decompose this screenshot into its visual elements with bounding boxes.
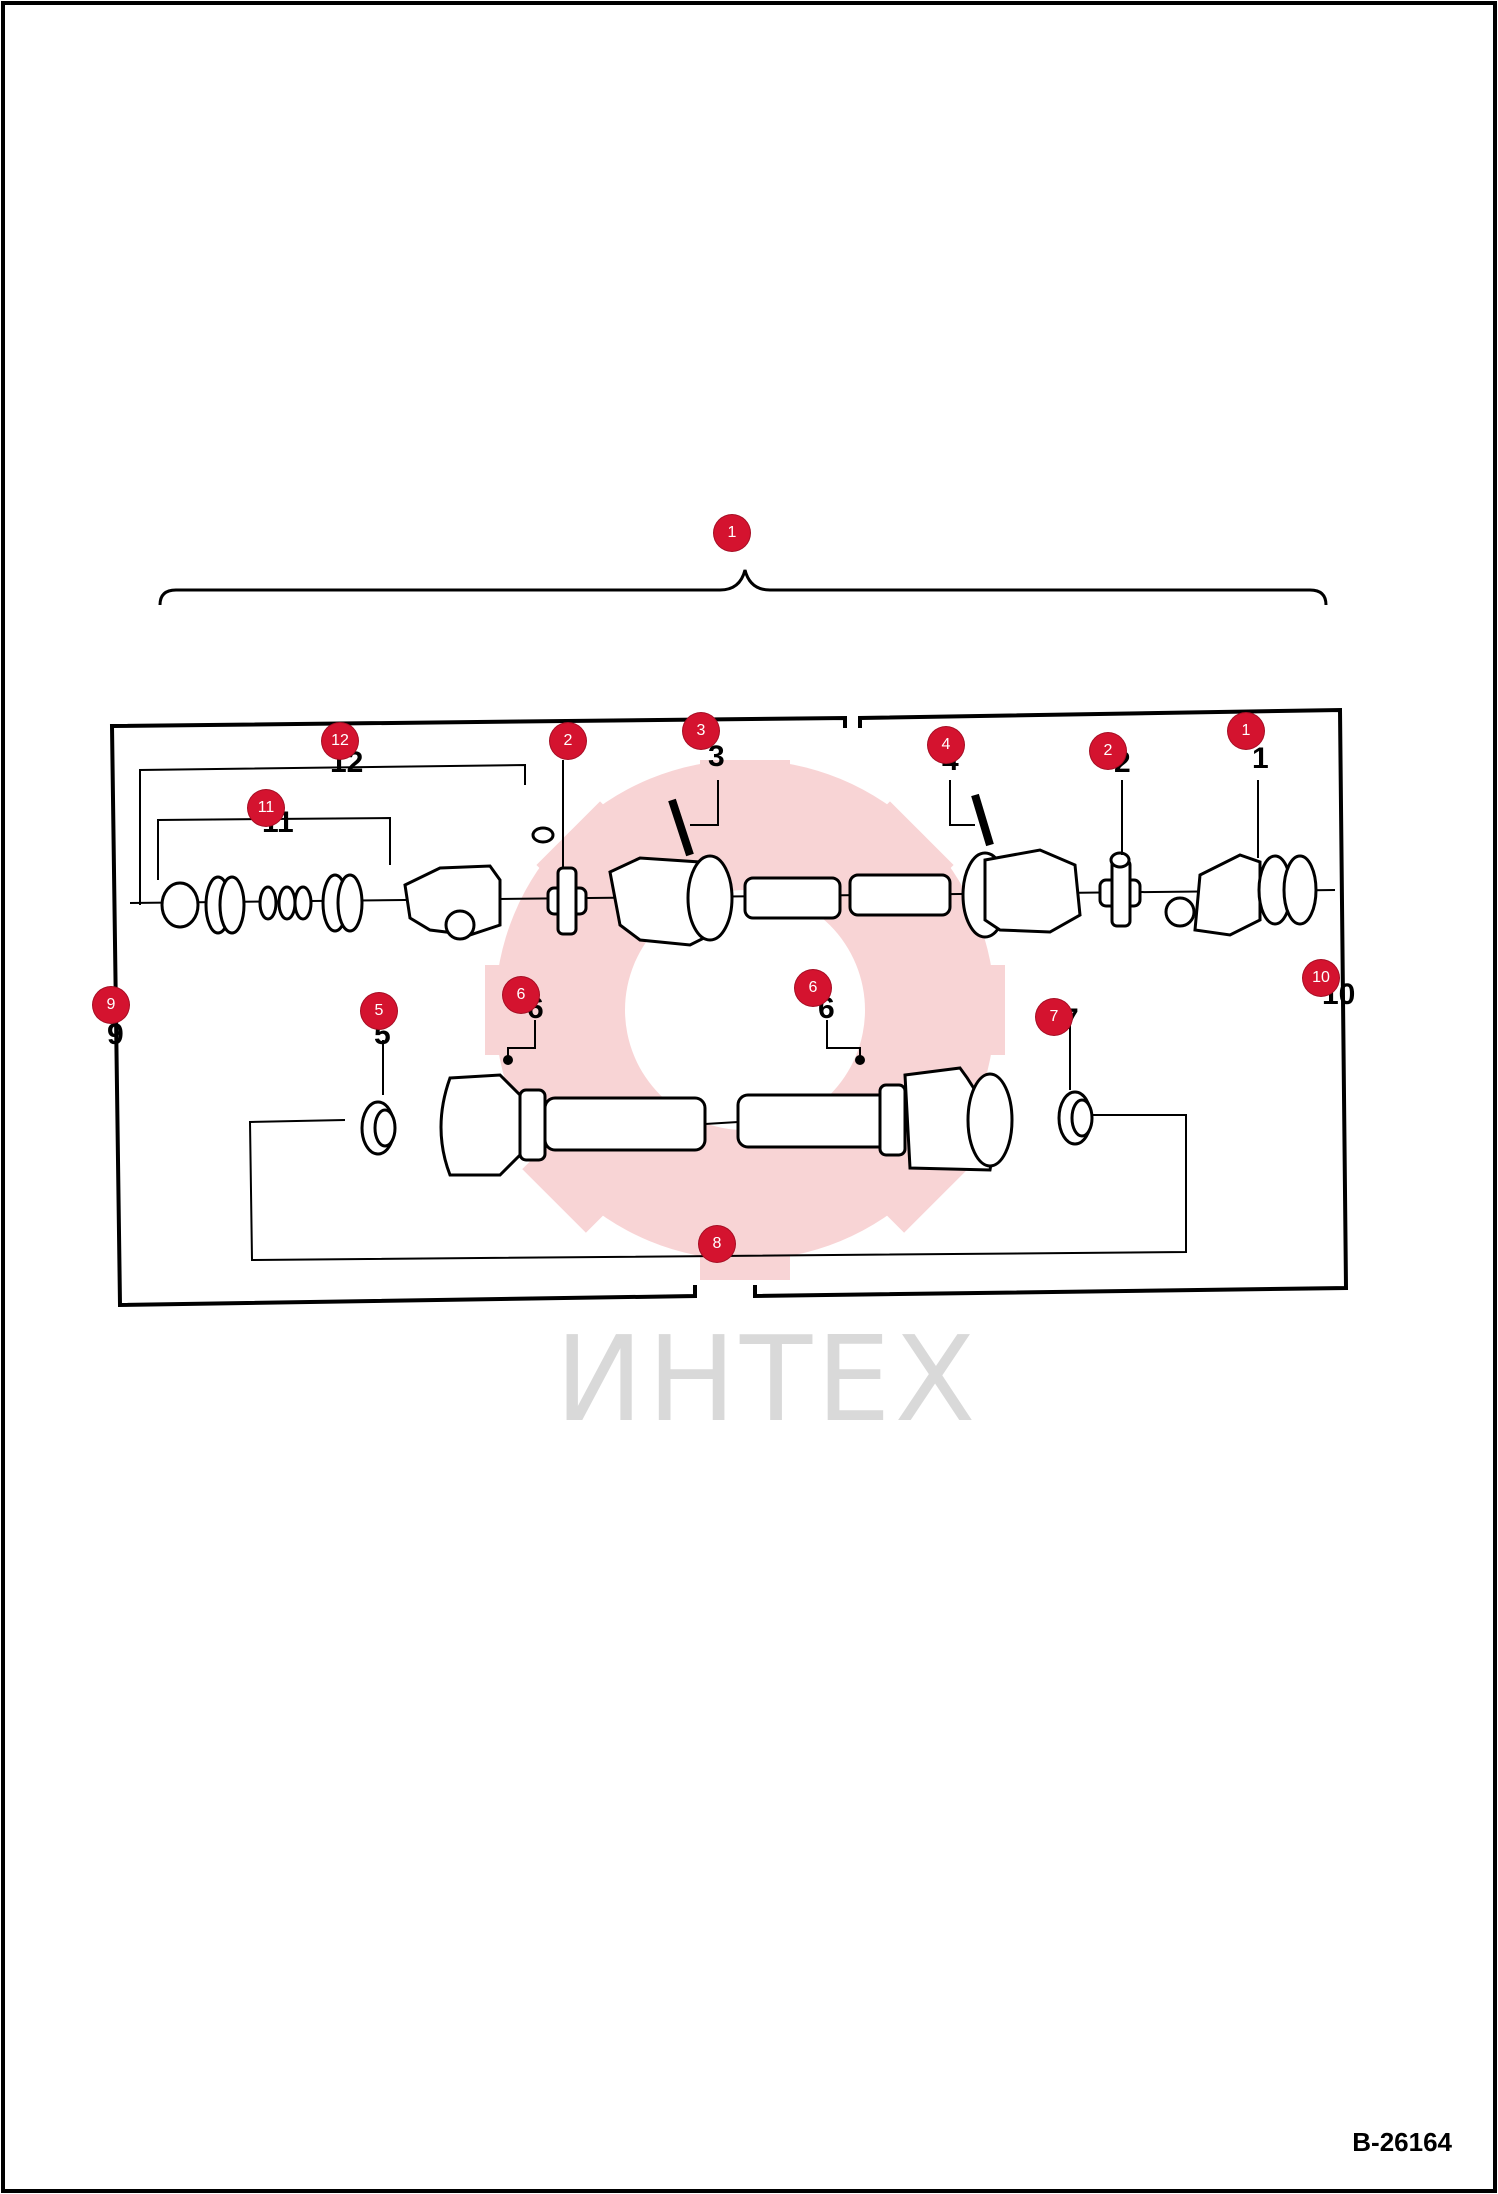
yoke-right [1164,853,1318,937]
bearing-ring-left [360,1100,397,1156]
drawing-number: B-26164 [1352,2127,1452,2157]
watermark-text: ИНТЕХ [555,1310,980,1448]
grease-fitting-right [855,1055,865,1065]
bracket-12 [139,763,526,905]
pin-9[interactable]: 9 [93,987,129,1023]
pin-8[interactable]: 8 [699,1226,735,1262]
pin-11[interactable]: 11 [248,790,284,826]
leader-3 [690,780,719,826]
callout-1: 1 [1252,742,1269,775]
inner-yoke-left [608,854,842,947]
pin-6-right[interactable]: 6 [795,970,831,1006]
pin-1-right[interactable]: 1 [1228,713,1264,749]
pin-6-left[interactable]: 6 [503,977,539,1013]
ring-left [160,873,364,935]
pin-7[interactable]: 7 [1036,999,1072,1035]
grease-fitting-left [503,1055,513,1065]
spring-pin-left [668,798,694,857]
guard-tube-gap [704,1121,739,1125]
leader-6-left [507,1020,536,1060]
guard-cone-left [439,1073,707,1177]
pin-1-top[interactable]: 1 [714,515,750,551]
pin-5[interactable]: 5 [361,993,397,1029]
cross-left [531,826,588,936]
pin-2-left[interactable]: 2 [550,723,586,759]
pin-10[interactable]: 10 [1303,960,1339,996]
pin-2-right[interactable]: 2 [1090,733,1126,769]
spring-pin-right [971,793,994,847]
pin-12[interactable]: 12 [322,723,358,759]
inner-yoke-right [848,848,1082,939]
callout-3: 3 [708,740,725,773]
guard-cone-right [736,1066,1014,1172]
leader-6-right [826,1020,861,1060]
callout-9: 9 [107,1018,124,1051]
assembly-bracket-right [753,707,1349,1299]
cross-right [1098,851,1142,928]
yoke-left [403,864,502,941]
pin-3[interactable]: 3 [683,713,719,749]
leader-4 [949,780,975,826]
top-brace [158,569,1328,606]
pin-4[interactable]: 4 [928,727,964,763]
bearing-ring-right [1057,1090,1094,1146]
